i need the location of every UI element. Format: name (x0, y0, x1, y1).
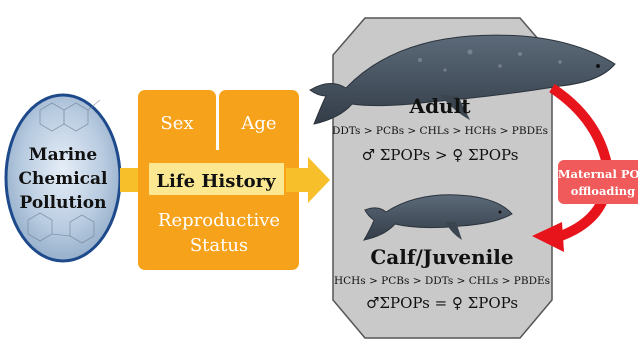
source-line-2: Chemical (19, 169, 109, 189)
status-box (138, 190, 299, 270)
offloading-line-2: offloading (571, 184, 635, 198)
life-history-title-box (147, 161, 286, 197)
molecule-pattern (27, 99, 101, 244)
adult-comparison: ♂ ΣPOPs > ♀ ΣPOPs (362, 146, 519, 164)
sex-label: Sex (160, 113, 193, 134)
sex-box (138, 90, 216, 155)
adult-ranking: DDTs > PCBs > CHLs > HCHs > PBDEs (332, 125, 548, 137)
calf-ranking: HCHs > PCBs > DDTs > CHLs > PBDEs (334, 275, 550, 287)
adult-title: Adult (409, 94, 472, 118)
marine-pollution-node: Marine Chemical Pollution (4, 93, 122, 263)
arrow-life-history-to-whales (286, 157, 330, 203)
calf-title: Calf/Juvenile (370, 245, 513, 269)
calf-whale-illustration (363, 194, 513, 241)
offloading-line-1: Maternal POP (558, 167, 638, 181)
source-line-1: Marine (29, 145, 98, 165)
life-history-block: Sex Age Life History Reproductive Status (138, 90, 299, 270)
status-line-2: Status (190, 235, 248, 256)
age-box (219, 90, 299, 155)
life-history-title: Life History (156, 171, 276, 192)
maternal-offloading-label: Maternal POP offloading (558, 160, 638, 204)
calf-comparison: ♂ΣPOPs = ♀ ΣPOPs (366, 294, 518, 312)
status-line-1: Reproductive (158, 210, 280, 231)
age-label: Age (240, 113, 276, 134)
source-line-3: Pollution (20, 193, 107, 213)
adult-whale-illustration (309, 34, 616, 125)
